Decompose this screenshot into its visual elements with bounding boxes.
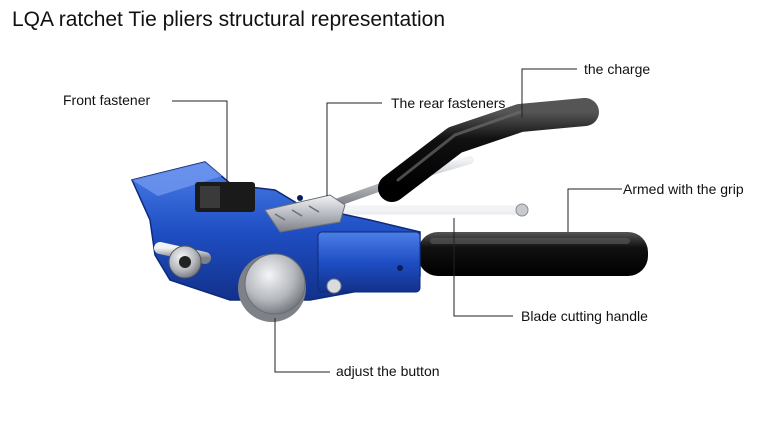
charge-handle: [326, 98, 599, 209]
leader-front-fastener: [172, 100, 228, 182]
leader-lines: [172, 68, 622, 373]
label-adjust-button: adjust the button: [336, 363, 440, 379]
label-front-fastener: Front fastener: [63, 92, 151, 108]
rear-fasteners-jaw: [264, 194, 346, 233]
label-rear-fasteners: The rear fasteners: [391, 95, 506, 111]
front-roller: [154, 242, 211, 279]
leader-blade-cutting-handle: [453, 218, 513, 317]
front-fastener-block: [195, 182, 255, 212]
adjust-knob: [238, 253, 306, 322]
leader-rear-fasteners: [326, 102, 382, 196]
label-the-charge: the charge: [584, 61, 651, 77]
leader-armed-grip: [567, 188, 622, 232]
diagram-title: LQA ratchet Tie pliers structural repres…: [12, 8, 446, 31]
armed-grip: [418, 232, 648, 276]
label-armed-grip: Armed with the grip: [623, 181, 744, 197]
leader-adjust-button: [274, 318, 330, 373]
label-blade-cutting-handle: Blade cutting handle: [521, 308, 648, 324]
leader-the-charge: [521, 68, 577, 118]
